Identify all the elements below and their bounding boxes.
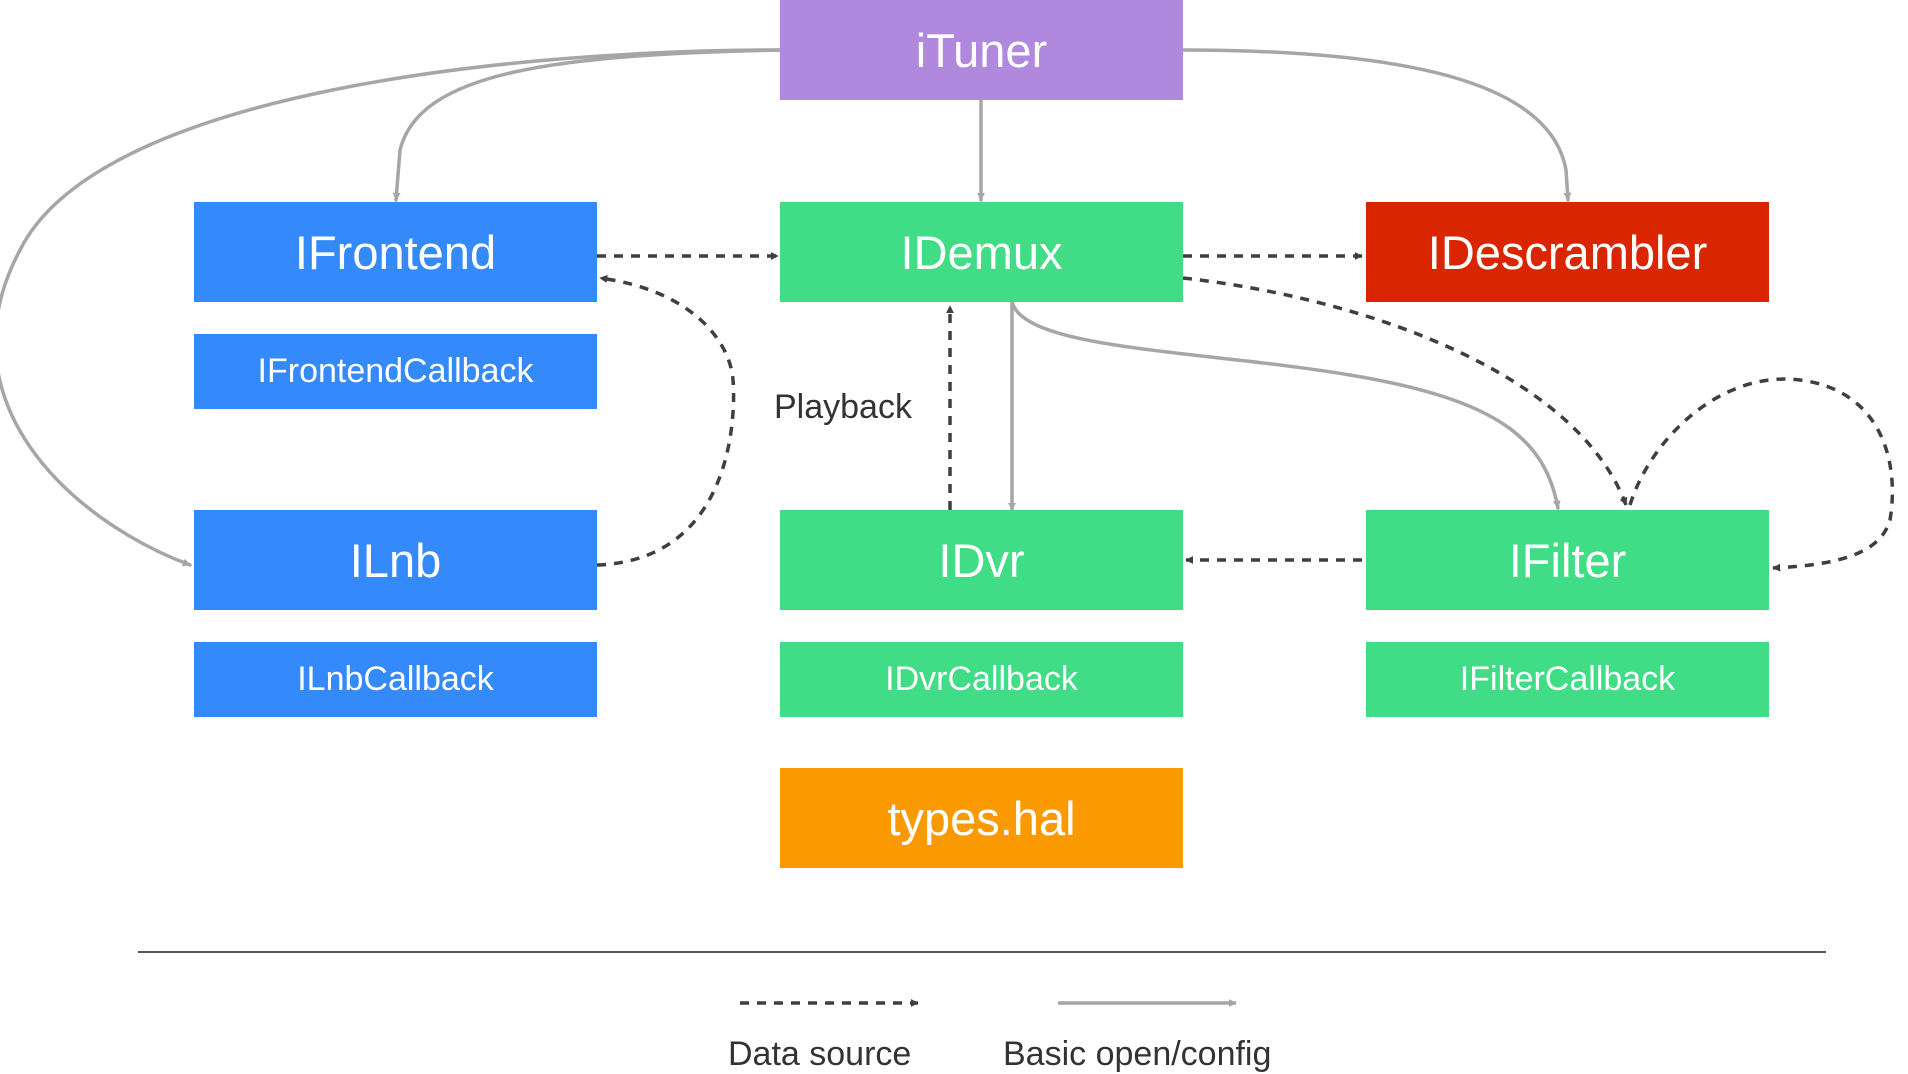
- node-ifilter-callback: IFilterCallback: [1366, 642, 1769, 717]
- node-ilnb-callback: ILnbCallback: [194, 642, 597, 717]
- node-types-hal: types.hal: [780, 768, 1183, 868]
- edge-idemux-to-ifilter: [1010, 300, 1561, 510]
- node-ifrontend-callback: IFrontendCallback: [194, 334, 597, 409]
- edge-ilnb-to-ifrontend: [596, 274, 736, 567]
- legend-label-data-source: Data source: [728, 1035, 912, 1073]
- node-ilnb: ILnb: [194, 510, 597, 610]
- node-ifrontend: IFrontend: [194, 202, 597, 302]
- edge-ituner-to-ilnb: [0, 48, 782, 567]
- node-ituner: iTuner: [780, 0, 1183, 100]
- edge-idemux-to-ifilter: [1182, 276, 1628, 506]
- node-idemux: IDemux: [780, 202, 1183, 302]
- legend-label-basic-open-config: Basic open/config: [1003, 1035, 1272, 1073]
- node-ifilter: IFilter: [1366, 510, 1769, 610]
- edge-ituner-to-ifrontend: [392, 48, 782, 202]
- node-idescrambler: IDescrambler: [1366, 202, 1769, 302]
- edge-ifilter-loop: [1628, 377, 1895, 572]
- node-idvr: IDvr: [780, 510, 1183, 610]
- node-idvr-callback: IDvrCallback: [780, 642, 1183, 717]
- edge-ituner-to-idescrambler: [1180, 48, 1572, 202]
- edge-label-playback: Playback: [774, 388, 912, 426]
